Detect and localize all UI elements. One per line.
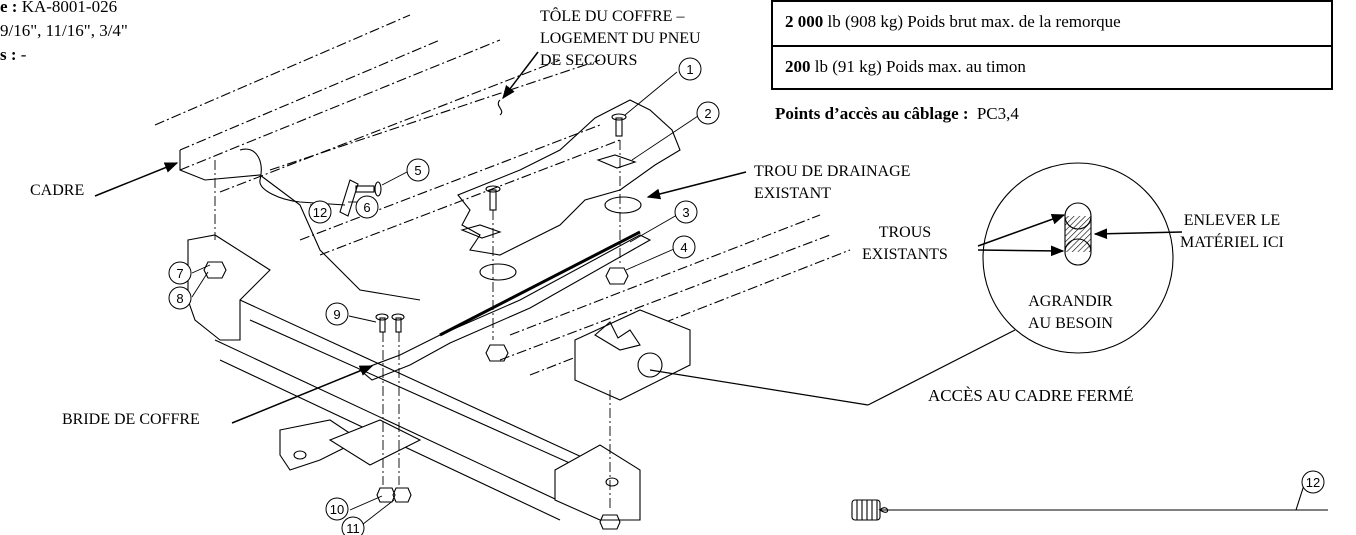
leader-arrows [94, 51, 1183, 424]
balloon-3: 3 [674, 200, 698, 224]
balloon-5: 5 [406, 158, 430, 182]
gross-trailer-weight: 2 000 lb (908 kg) Poids brut max. de la … [785, 12, 1121, 32]
enlarge-line-1: AGRANDIR [1028, 293, 1113, 310]
balloon-leaders [191, 71, 699, 529]
part-number-line: e : KA-8001-026 [0, 0, 117, 18]
square-washer-right [596, 154, 637, 169]
remove-material-callout: ENLEVER LE MATÉRIEL ICI [1180, 210, 1284, 254]
trunk-panel [299, 124, 851, 376]
part-number-label: e : [0, 0, 18, 16]
svg-text:11: 11 [346, 521, 360, 535]
wiring-access-value: PC3,4 [976, 104, 1019, 123]
capacity-box-divider [773, 45, 1331, 47]
part-number-value: KA-8001-026 [21, 0, 118, 16]
existing-holes-callout: TROUS EXISTANTS [862, 222, 948, 266]
svg-text:2: 2 [704, 106, 711, 121]
hitch-body [187, 234, 641, 521]
enlarge-callout: AGRANDIR AU BESOIN [1028, 291, 1113, 335]
trunk-panel-line-3: DE SECOURS [540, 52, 638, 69]
svg-text:7: 7 [176, 266, 183, 281]
svg-text:3: 3 [682, 205, 689, 220]
tongue-weight-text: lb (91 kg) Poids max. au timon [814, 57, 1026, 76]
drain-hole-callout: TROU DE DRAINAGE EXISTANT [754, 161, 910, 205]
trunk-panel-callout: TÔLE DU COFFRE – LOGEMENT DU PNEU DE SEC… [540, 6, 701, 72]
balloon-12-detail: 12 [1301, 470, 1325, 494]
existing-holes-line-1: TROUS [878, 224, 932, 241]
tongue-weight: 200 lb (91 kg) Poids max. au timon [785, 57, 1026, 77]
drain-hole [604, 196, 642, 214]
fish-wire [239, 148, 346, 206]
center-lines [214, 140, 621, 510]
capacity-box: 2 000 lb (908 kg) Poids brut max. de la … [771, 0, 1333, 90]
existing-holes-line-2: EXISTANTS [862, 246, 948, 263]
spacer-block [339, 179, 359, 217]
trunk-bracket-bar [358, 230, 652, 381]
balloon-12: 12 [308, 200, 332, 224]
svg-text:8: 8 [176, 291, 183, 306]
frame-rail [154, 14, 601, 193]
balloon-8: 8 [168, 286, 192, 310]
carriage-bolts [355, 113, 627, 333]
closed-frame-bracket [594, 321, 641, 351]
tongue-weight-value: 200 [785, 57, 811, 76]
detail-view [637, 162, 1174, 406]
closed-frame-access-callout: ACCÈS AU CADRE FERMÉ [928, 386, 1134, 405]
torn-trunk-panel [457, 99, 681, 256]
extra-label: s : [0, 45, 17, 64]
balloon-4: 4 [672, 235, 696, 259]
part-balloons: 1 2 3 4 5 6 7 8 9 10 11 12 12 [168, 57, 1325, 535]
fish-wire-detail [851, 484, 1328, 521]
remove-material-line-2: MATÉRIEL ICI [1180, 234, 1284, 251]
trunk-panel-line-2: LOGEMENT DU PNEU [540, 30, 701, 47]
balloon-11: 11 [341, 516, 365, 535]
enlarge-line-2: AU BESOIN [1028, 315, 1113, 332]
svg-text:12: 12 [1306, 475, 1320, 490]
drain-hole-line-2: EXISTANT [754, 185, 831, 202]
break-symbol [497, 99, 503, 116]
balloon-9: 9 [325, 302, 349, 326]
wiring-access: Points d’accès au câblage : PC3,4 [775, 104, 1019, 124]
svg-text:4: 4 [680, 240, 687, 255]
tool-sizes-line: 9/16", 11/16", 3/4" [0, 21, 128, 40]
balloon-10: 10 [325, 497, 349, 521]
trunk-panel-line-1: TÔLE DU COFFRE – [540, 8, 685, 25]
extra-line: s : - [0, 44, 26, 66]
svg-text:12: 12 [313, 205, 327, 220]
gross-trailer-weight-value: 2 000 [785, 12, 824, 31]
balloon-1: 1 [678, 57, 702, 81]
svg-text:10: 10 [330, 502, 344, 517]
frame-callout: CADRE [30, 182, 85, 199]
drain-hole-line-1: TROU DE DRAINAGE [754, 163, 911, 180]
closed-frame-section [574, 309, 691, 401]
svg-text:1: 1 [686, 62, 693, 77]
balloon-2: 2 [696, 101, 720, 125]
extra-value: - [20, 45, 27, 64]
wiring-access-label: Points d’accès au câblage : [775, 104, 969, 123]
balloon-6: 6 [355, 195, 379, 219]
frame-outline [179, 150, 421, 301]
drain-plug [479, 263, 517, 281]
svg-text:6: 6 [363, 200, 370, 215]
gross-trailer-weight-text: lb (908 kg) Poids brut max. de la remorq… [827, 12, 1121, 31]
remove-material-line-1: ENLEVER LE [1183, 212, 1281, 229]
trunk-bracket-callout: BRIDE DE COFFRE [62, 411, 200, 428]
balloon-7: 7 [168, 261, 192, 285]
svg-text:5: 5 [414, 163, 421, 178]
svg-text:9: 9 [333, 307, 340, 322]
square-washer-left [460, 224, 502, 239]
